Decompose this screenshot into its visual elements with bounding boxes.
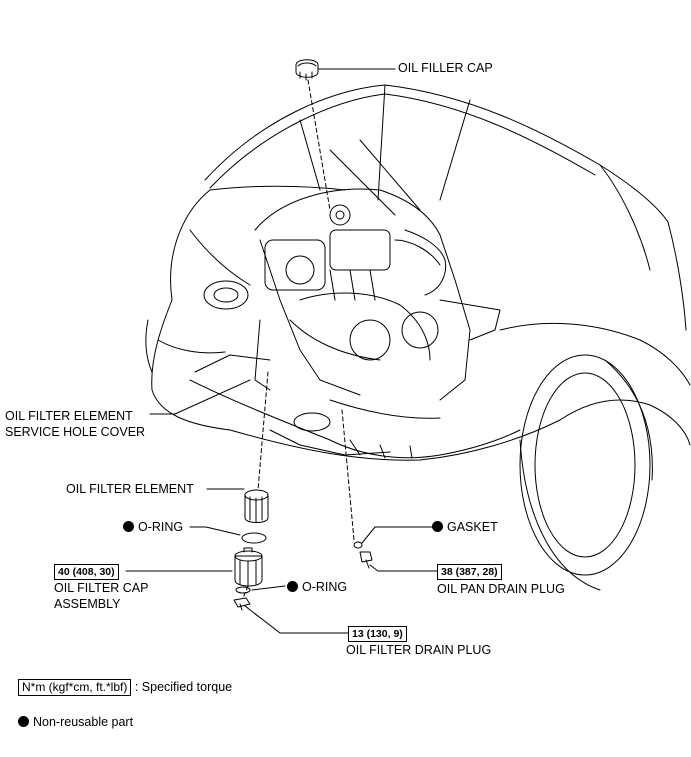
torque-oil-filter-drain-plug: 13 (130, 9) xyxy=(348,626,407,642)
label-service-hole-cover-line2: SERVICE HOLE COVER xyxy=(5,425,146,439)
oil-filter-element-part xyxy=(244,489,269,523)
label-o-ring-upper: O-RING xyxy=(123,520,183,535)
legend-torque-units: N*m (kgf*cm, ft.*lbf) xyxy=(18,679,132,696)
o-ring-lower-part xyxy=(235,586,251,594)
oil-filter-cap-assembly-part xyxy=(234,547,263,587)
gasket-part xyxy=(353,541,363,549)
non-reusable-dot-icon xyxy=(123,521,134,532)
oil-filler-cap-part xyxy=(295,59,319,81)
label-o-ring-lower: O-RING xyxy=(287,580,347,595)
under-cover xyxy=(189,354,521,459)
label-oil-filler-cap: OIL FILLER CAP xyxy=(398,61,493,75)
legend-torque: N*m (kgf*cm, ft.*lbf) : Specified torque xyxy=(18,679,232,696)
label-oil-filter-cap-assembly-line1: OIL FILTER CAP xyxy=(54,581,149,595)
torque-oil-filter-cap-assembly: 40 (408, 30) xyxy=(54,564,119,580)
label-oil-filter-drain-plug: OIL FILTER DRAIN PLUG xyxy=(346,643,492,657)
hood-outline xyxy=(204,84,669,223)
label-gasket: GASKET xyxy=(432,520,498,535)
engine-assembly xyxy=(254,188,501,401)
torque-oil-pan-drain-plug: 38 (387, 28) xyxy=(437,564,502,580)
o-ring-upper-part xyxy=(241,532,267,544)
car-body-outline xyxy=(145,164,691,461)
label-oil-filter-cap-assembly-line2: ASSEMBLY xyxy=(54,597,121,611)
legend-non-reusable: Non-reusable part xyxy=(18,715,133,730)
label-service-hole-cover-line1: OIL FILTER ELEMENT xyxy=(5,409,133,423)
label-oil-pan-drain-plug: OIL PAN DRAIN PLUG xyxy=(437,582,565,596)
leader-lines xyxy=(125,68,438,634)
oil-pan-drain-plug-part xyxy=(359,551,373,569)
alignment-lines xyxy=(242,79,355,599)
non-reusable-dot-icon xyxy=(287,581,298,592)
legend-torque-desc: : Specified torque xyxy=(134,680,233,694)
label-oil-filter-element: OIL FILTER ELEMENT xyxy=(66,482,194,496)
oil-filter-drain-plug-part xyxy=(233,597,251,611)
front-wheel xyxy=(519,354,653,591)
non-reusable-dot-icon xyxy=(18,716,29,727)
non-reusable-dot-icon xyxy=(432,521,443,532)
